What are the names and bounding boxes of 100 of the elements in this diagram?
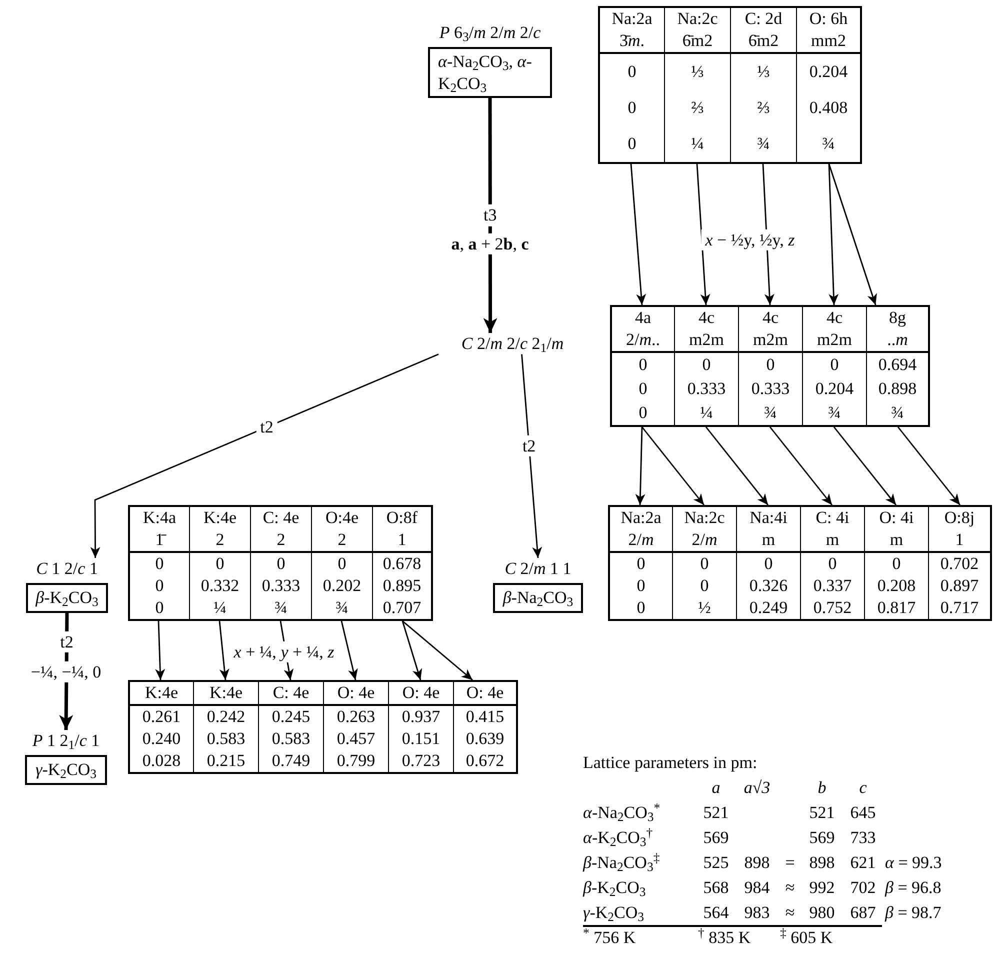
table-cell-text: β = 98.7 — [885, 902, 942, 924]
space-group-symbol: P 1 2$_{1}$/c 1 — [32, 730, 100, 752]
coordinate-value: 0.202 — [322, 575, 362, 597]
table-column — [864, 505, 928, 621]
table-cell-text: 569 — [808, 826, 836, 848]
table-cell-text: 992 — [808, 876, 836, 898]
table-cell-text: ≈ — [784, 902, 796, 924]
coordinate-value: 0 — [891, 553, 902, 575]
coordinate-value: 0 — [699, 553, 710, 575]
coordinate-value: 0 — [626, 133, 638, 155]
coordinate-value: 0 — [827, 553, 838, 575]
wyckoff-position: Na:2c — [683, 507, 726, 529]
space-group-symbol: C 2/m 1 1 — [504, 558, 572, 580]
coordinate-value: 0.240 — [141, 728, 182, 750]
wyckoff-position: C: 4i — [814, 507, 850, 529]
table-column — [796, 6, 862, 164]
arrow — [696, 164, 710, 306]
column-header: a — [710, 776, 722, 798]
arrow — [340, 620, 358, 680]
table-column — [258, 680, 323, 774]
coordinate-value: ¾ — [756, 133, 771, 155]
arrow — [897, 426, 961, 506]
coordinate-value: 0.749 — [270, 750, 312, 772]
coordinate-value: ¾ — [890, 402, 905, 424]
coordinate-value: ¾ — [821, 133, 836, 155]
table-cell-text: β = 96.8 — [885, 876, 942, 898]
table-cell-text: 980 — [808, 902, 836, 924]
coordinate-value: 0 — [638, 402, 648, 424]
footnote: $^{†}$ 835 K — [698, 926, 752, 948]
coordinate-value: 0.583 — [206, 728, 246, 750]
coordinate-value: 0.028 — [141, 750, 182, 772]
arrow — [828, 164, 877, 306]
phase-box: γ-K$_{2}$CO$_{3}$ — [25, 755, 107, 784]
table-column — [323, 680, 388, 774]
coordinate-value: 0.204 — [808, 61, 849, 83]
table-column — [800, 505, 864, 621]
coordinate-value: ⅔ — [690, 97, 705, 119]
table-cell-text: 702 — [849, 876, 877, 898]
table-cell-text: 525 — [702, 852, 730, 874]
arrow — [705, 426, 769, 506]
coordinate-value: 0.457 — [336, 728, 376, 750]
table-column — [738, 305, 802, 427]
coordinate-value: 0.245 — [270, 706, 312, 728]
wyckoff-position: K:4a — [142, 507, 178, 529]
table-column — [128, 680, 193, 774]
column-header: c — [858, 776, 868, 798]
column-header: a√3 — [742, 776, 772, 798]
wyckoff-position: O:8f — [385, 507, 419, 529]
table-column — [453, 680, 518, 774]
coordinate-value: ¾ — [334, 597, 350, 619]
table-cell-text: 733 — [849, 826, 877, 848]
wyckoff-position: Na:2c — [676, 8, 719, 30]
space-group-symbol: P 6$_{3}$/m 2/m 2/c — [439, 22, 541, 44]
coordinate-value: 0.895 — [382, 575, 422, 597]
coordinate-value: 0.333 — [750, 378, 791, 400]
coordinate-value: 0 — [699, 575, 710, 597]
site-symmetry: mm2 — [797, 30, 860, 54]
coordinate-value: 0.415 — [464, 706, 506, 728]
arrow — [402, 620, 473, 681]
wyckoff-position: O: 4e — [454, 682, 516, 706]
coordinate-value: 0 — [154, 597, 165, 619]
footnote: $^{‡}$ 605 K — [780, 926, 834, 948]
phase-box: α-Na$_{2}$CO$_{3}$, α-K$_{2}$CO$_{3}$ — [428, 47, 552, 98]
table-cell-text: β-K$_{2}$CO$_{3}$ — [583, 876, 647, 898]
wyckoff-position: Na:2a — [620, 507, 662, 529]
arrow — [90, 354, 439, 558]
coordinate-value: 0.151 — [400, 728, 442, 750]
coordinate-value: 0.333 — [686, 378, 727, 400]
table-column — [189, 505, 250, 621]
arrow — [218, 620, 230, 680]
coordinate-value: 0.263 — [336, 706, 376, 728]
coordinate-value: 0.337 — [812, 575, 853, 597]
table-title: Lattice parameters in pm: — [583, 752, 758, 774]
arrow — [521, 354, 542, 558]
table-cell-text: 983 — [743, 902, 771, 924]
coordinate-value: 0 — [701, 354, 712, 376]
coordinate-value: 0 — [214, 553, 226, 575]
coordinate-value: 0.326 — [748, 575, 789, 597]
table-cell-text: 898 — [743, 852, 771, 874]
arrow — [769, 426, 833, 506]
wyckoff-position: C: 2d — [744, 8, 784, 30]
column-header: b — [816, 776, 828, 798]
coordinate-value: 0 — [636, 575, 646, 597]
coordinate-value: 0.702 — [939, 553, 980, 575]
coordinate-value: 0 — [636, 597, 646, 619]
coordinate-value: ¾ — [274, 597, 288, 619]
phase-box: β-Na$_{2}$CO$_{3}$ — [492, 583, 584, 612]
wyckoff-position: Na:2a — [610, 8, 654, 30]
table-column — [664, 6, 730, 164]
table-column — [250, 505, 311, 621]
wyckoff-position: 4a — [634, 307, 652, 329]
wyckoff-position: K:4e — [202, 507, 238, 529]
coordinate-value: 0.332 — [200, 575, 240, 597]
coordinate-value: 0 — [154, 575, 165, 597]
coordinate-value: ½ — [697, 597, 712, 619]
table-cell-text: 645 — [849, 802, 877, 824]
table-column — [928, 505, 992, 621]
table-cell-text: ≈ — [784, 876, 796, 898]
wyckoff-position: 4c — [697, 307, 716, 329]
table-column — [672, 505, 736, 621]
